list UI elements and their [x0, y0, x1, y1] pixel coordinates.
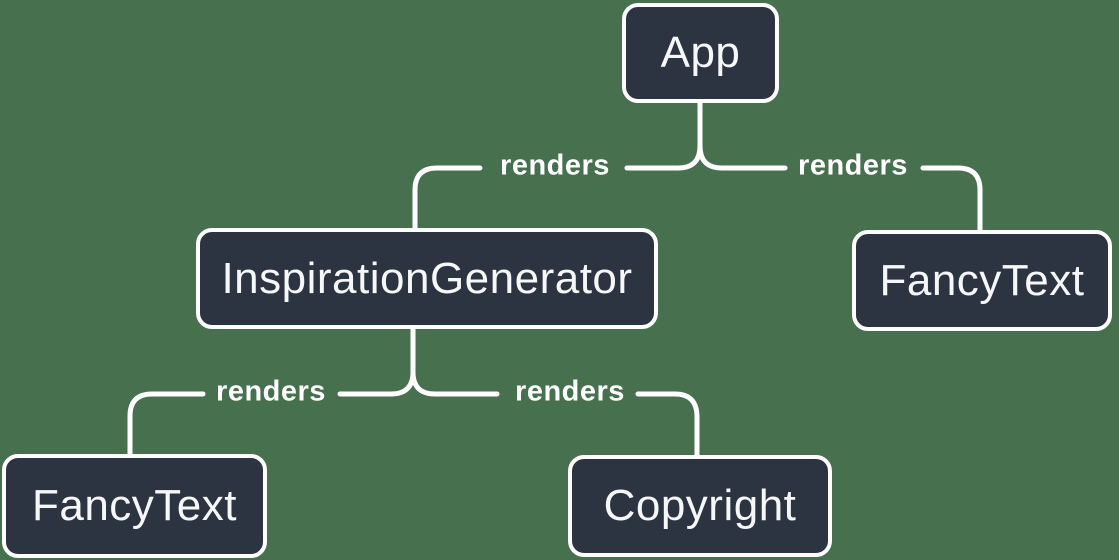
tree-node-inspiration-generator: InspirationGenerator — [196, 228, 658, 329]
tree-node-fancy-text-right-label: FancyText — [879, 255, 1085, 305]
tree-node-copyright-label: Copyright — [603, 481, 797, 530]
edge-label-app-inspirationgenerator: renders — [500, 149, 610, 182]
tree-node-inspiration-generator-label: InspirationGenerator — [221, 253, 633, 303]
tree-node-app-label: App — [660, 28, 741, 77]
edge-label-inspirationgenerator-copyright: renders — [515, 375, 625, 408]
tree-node-fancy-text-left-label: FancyText — [31, 481, 237, 530]
tree-node-fancy-text-left: FancyText — [2, 454, 267, 558]
edge-label-inspirationgenerator-fancytext: renders — [216, 375, 326, 408]
tree-node-app: App — [622, 3, 779, 103]
edge-label-app-fancytext: renders — [798, 149, 908, 182]
edge-app-fancytext — [697, 143, 983, 233]
edge-inspirationgenerator-copyright — [410, 369, 700, 458]
tree-node-fancy-text-right: FancyText — [852, 230, 1112, 331]
tree-node-copyright: Copyright — [568, 455, 832, 557]
